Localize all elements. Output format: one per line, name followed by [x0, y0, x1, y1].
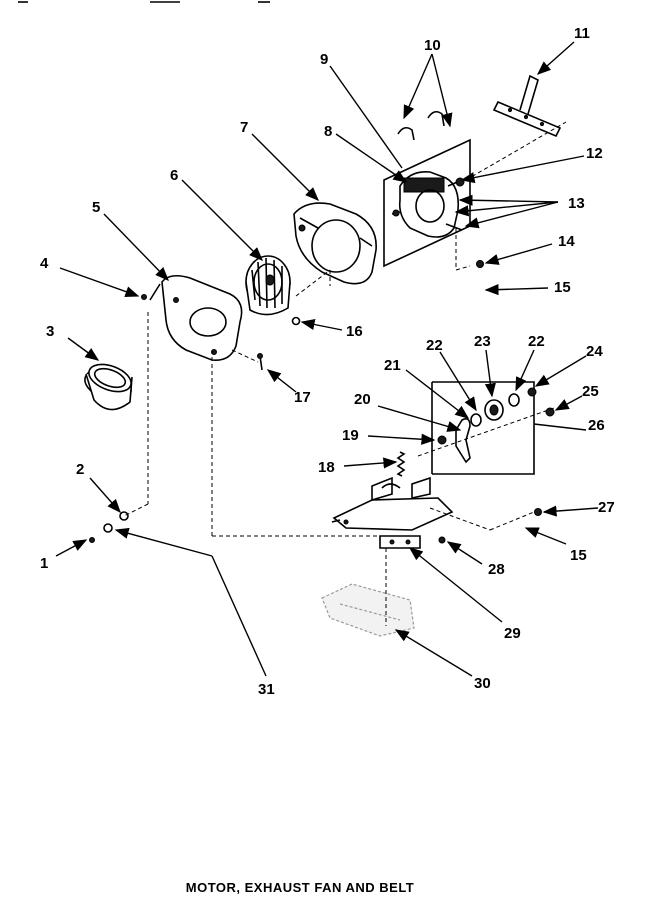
callout-15-upper: 15 — [554, 279, 571, 296]
screw-25-part — [545, 407, 555, 417]
callout-12: 12 — [586, 145, 603, 162]
blower-housing-part — [293, 202, 377, 285]
callout-17: 17 — [294, 389, 311, 406]
callout-25: 25 — [582, 383, 599, 400]
callout-9: 9 — [320, 51, 328, 68]
idler-assembly-part — [431, 381, 537, 475]
diagram-caption: MOTOR, EXHAUST FAN AND BELT — [185, 880, 415, 895]
callout-11: 11 — [574, 25, 590, 42]
callout-23: 23 — [474, 333, 491, 350]
leader-arrows — [55, 41, 599, 677]
screw-4-part — [141, 294, 147, 300]
callout-16: 16 — [346, 323, 363, 340]
callout-20: 20 — [354, 391, 371, 408]
callout-18: 18 — [318, 459, 335, 476]
belt-part — [84, 363, 133, 411]
callout-30: 30 — [474, 675, 491, 692]
fan-wheel-part — [245, 255, 291, 316]
base-panel-ghost-part — [321, 583, 415, 637]
clips-part — [397, 110, 445, 141]
callout-22-left: 22 — [426, 337, 443, 354]
callout-22-right: 22 — [528, 333, 545, 350]
callout-27: 27 — [598, 499, 615, 516]
callout-8: 8 — [324, 123, 332, 140]
callout-1: 1 — [40, 555, 48, 572]
bolt-washer-part — [89, 511, 129, 543]
callout-14: 14 — [558, 233, 575, 250]
screw-28-part — [438, 536, 446, 544]
callout-26: 26 — [588, 417, 605, 434]
motor-mount-part — [331, 476, 454, 549]
callout-24: 24 — [586, 343, 603, 360]
callout-3: 3 — [46, 323, 54, 340]
callout-6: 6 — [170, 167, 178, 184]
callout-21: 21 — [384, 357, 401, 374]
callout-28: 28 — [488, 561, 505, 578]
spring-part — [396, 451, 406, 477]
callout-19: 19 — [342, 427, 359, 444]
screw-27-part — [534, 508, 542, 516]
motor-part — [383, 138, 471, 268]
motor-switch-part — [492, 74, 562, 138]
callout-5: 5 — [92, 199, 100, 216]
nut-16-part — [291, 316, 301, 326]
pin-17-part — [257, 353, 263, 371]
housing-plate-part — [149, 274, 243, 362]
callout-13: 13 — [568, 195, 585, 212]
callout-31: 31 — [258, 681, 275, 698]
screw-14-part — [476, 260, 484, 268]
callout-labels: 1 2 3 4 5 6 7 8 9 10 11 12 13 14 15 15 1… — [40, 25, 615, 698]
callout-7: 7 — [240, 119, 248, 136]
callout-15-lower: 15 — [570, 547, 587, 564]
alignment-lines — [123, 121, 567, 626]
callout-4: 4 — [40, 255, 49, 272]
callout-10: 10 — [424, 37, 441, 54]
callout-2: 2 — [76, 461, 84, 478]
callout-29: 29 — [504, 625, 521, 642]
